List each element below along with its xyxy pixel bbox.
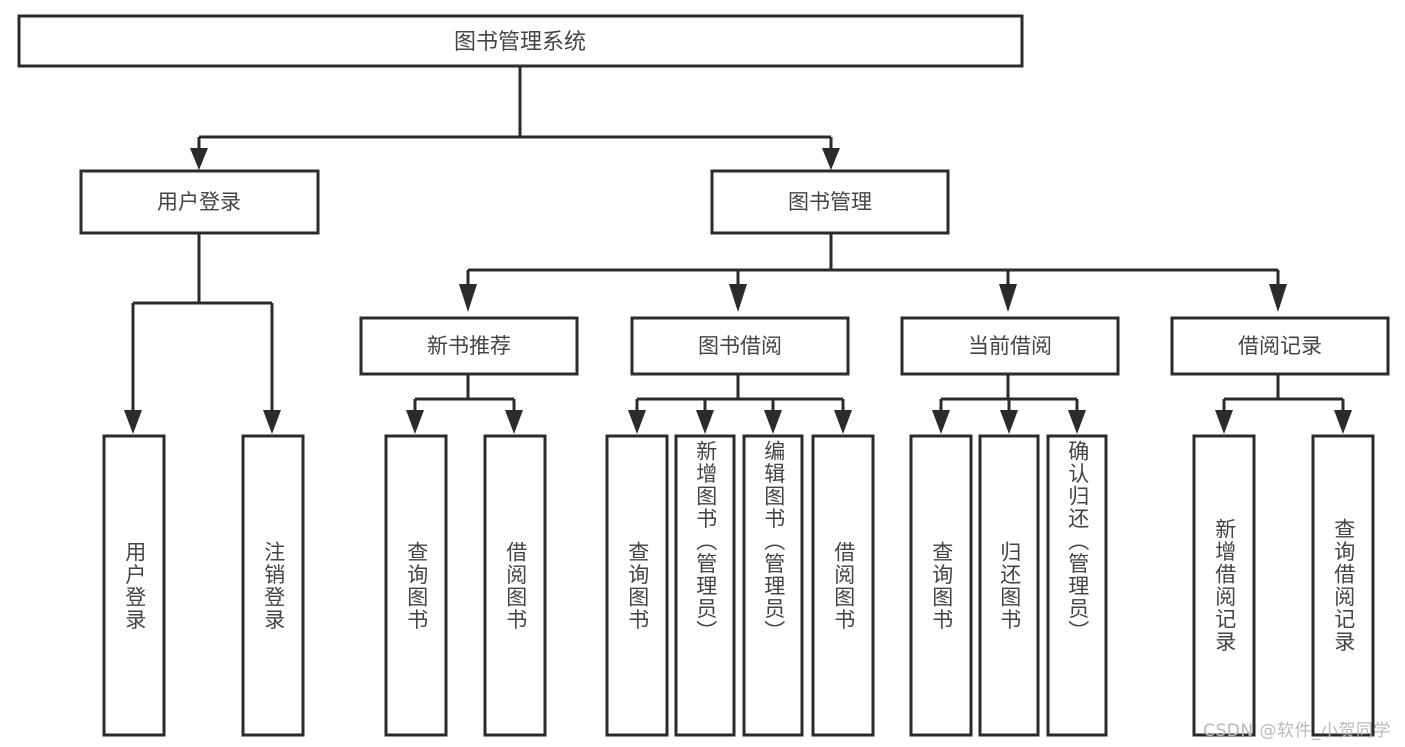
arrow-head-icon-br-2 xyxy=(1334,410,1352,434)
node-book-management[interactable]: 图书管理 xyxy=(710,169,950,235)
leaf-borrow-book-2-box[interactable] xyxy=(811,434,875,737)
leaf-add-record-box[interactable] xyxy=(1192,434,1256,737)
arrow-head-icon-nb-2 xyxy=(505,410,523,434)
leaf-query-book-1-box[interactable] xyxy=(384,434,448,737)
arrow-head-icon-cb-2 xyxy=(1000,410,1018,434)
arrow-head-icon-br-1 xyxy=(1215,410,1233,434)
node-book-borrow[interactable]: 图书借阅 xyxy=(630,316,850,376)
node-user-login-label: 用户登录 xyxy=(157,190,241,214)
node-root[interactable]: 图书管理系统 xyxy=(17,14,1024,68)
arrow-head-icon-cb-1 xyxy=(932,410,950,434)
leaf-logout-box[interactable] xyxy=(241,434,305,737)
node-new-book-recommend-label: 新书推荐 xyxy=(427,334,511,358)
node-borrow-record[interactable]: 借阅记录 xyxy=(1170,316,1390,376)
arrow-head-icon-bb-3 xyxy=(764,410,782,434)
node-current-borrow-box[interactable] xyxy=(900,316,1120,376)
arrow-head-icon-cb-3 xyxy=(1068,410,1086,434)
node-book-management-label: 图书管理 xyxy=(788,190,872,214)
leaf-return-book-box[interactable] xyxy=(978,434,1040,737)
node-borrow-record-box[interactable] xyxy=(1170,316,1390,376)
node-borrow-record-label: 借阅记录 xyxy=(1238,334,1322,358)
leaf-user-login-box[interactable] xyxy=(102,434,166,737)
arrow-head-icon-bm-4 xyxy=(1269,284,1287,312)
node-book-management-box[interactable] xyxy=(710,169,950,235)
arrow-head-icon-bb-1 xyxy=(628,410,646,434)
node-current-borrow[interactable]: 当前借阅 xyxy=(900,316,1120,376)
leaf-query-record-box[interactable] xyxy=(1311,434,1375,737)
connector-layer xyxy=(124,66,1352,434)
node-root-label: 图书管理系统 xyxy=(454,30,586,55)
arrow-head-icon-ul-2 xyxy=(263,410,281,434)
arrow-head-icon-ul-1 xyxy=(124,410,142,434)
arrow-head-icon-bm-3 xyxy=(999,284,1017,312)
leaf-box-layer xyxy=(102,434,1375,737)
node-user-login[interactable]: 用户登录 xyxy=(79,169,320,235)
node-root-box[interactable] xyxy=(17,14,1024,68)
leaf-add-book-box[interactable] xyxy=(674,434,736,737)
node-book-borrow-box[interactable] xyxy=(630,316,850,376)
arrow-head-icon-nb-1 xyxy=(406,410,424,434)
node-current-borrow-label: 当前借阅 xyxy=(968,334,1052,358)
arrow-head-icon-bm-2 xyxy=(729,284,747,312)
leaf-confirm-return-box[interactable] xyxy=(1046,434,1108,737)
leaf-query-book-3-box[interactable] xyxy=(909,434,973,737)
node-new-book-recommend-box[interactable] xyxy=(359,316,579,376)
leaf-borrow-book-1-box[interactable] xyxy=(483,434,547,737)
node-user-login-box[interactable] xyxy=(79,169,320,235)
node-new-book-recommend[interactable]: 新书推荐 xyxy=(359,316,579,376)
node-book-borrow-label: 图书借阅 xyxy=(698,334,782,358)
arrow-head-icon-root-2 xyxy=(822,148,840,170)
arrow-head-icon-root-1 xyxy=(190,148,208,170)
arrow-head-icon-bb-4 xyxy=(834,410,852,434)
watermark-text: CSDN @软件_小贺同学 xyxy=(1203,721,1391,741)
leaf-query-book-2-box[interactable] xyxy=(605,434,669,737)
leaf-edit-book-box[interactable] xyxy=(742,434,804,737)
arrow-head-icon-bm-1 xyxy=(459,284,477,312)
arrow-head-icon-bb-2 xyxy=(696,410,714,434)
